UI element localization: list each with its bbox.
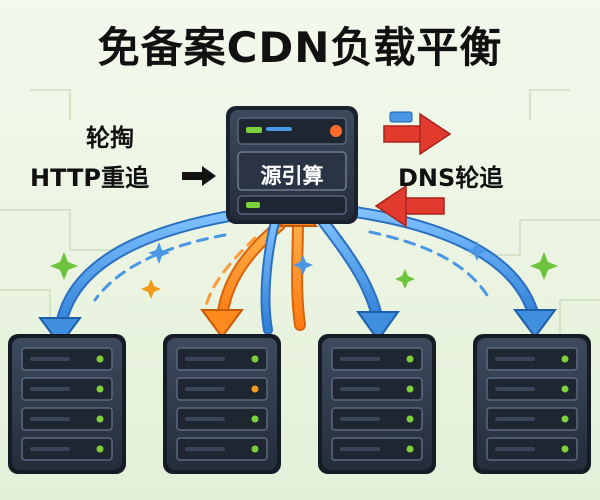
flow-arrow-blue-up (260, 217, 280, 335)
backend-server-group (8, 334, 591, 474)
dashed-flow-lines (93, 230, 492, 302)
flow-arrow-blue-to-server-3 (316, 214, 400, 342)
backend-server-2 (163, 334, 281, 474)
server-status-light (406, 355, 414, 363)
central-server (226, 106, 358, 224)
diagram-title: 免备案CDN负载平衡 (97, 23, 503, 72)
central-server-label-bay (237, 151, 347, 191)
server-status-light (251, 385, 259, 393)
server-status-light (251, 445, 259, 453)
backend-server-3 (318, 334, 436, 474)
red-arrow-left-icon (374, 184, 445, 228)
red-arrow-right-icon (383, 111, 452, 156)
left-label-line-1: 轮掏 (86, 124, 134, 152)
central-server-top-bay (237, 117, 347, 145)
server-status-light (406, 415, 414, 423)
server-status-light (251, 355, 259, 363)
backend-server-4 (473, 334, 591, 474)
server-status-light (406, 385, 414, 393)
server-status-light (561, 445, 569, 453)
server-status-light (96, 355, 104, 363)
server-status-light (561, 355, 569, 363)
right-label: DNS轮追 (398, 164, 504, 192)
server-status-light (96, 385, 104, 393)
arrow-right-icon (182, 166, 216, 186)
sparkle-icons (50, 241, 558, 299)
server-status-light (251, 415, 259, 423)
flow-arrow-right-blue (349, 206, 557, 339)
left-label-line-2: HTTP重追 (30, 164, 149, 192)
dashed-flow-lines-orange (203, 236, 257, 312)
server-status-light (96, 415, 104, 423)
server-status-light (96, 445, 104, 453)
central-server-bottom-bay (237, 195, 347, 215)
central-server-status-light (330, 125, 342, 137)
server-status-light (561, 385, 569, 393)
server-status-light (406, 445, 414, 453)
central-server-label: 源引算 (260, 164, 324, 188)
flow-arrow-left-blue (38, 209, 241, 347)
backend-server-1 (8, 334, 126, 474)
server-status-light (561, 415, 569, 423)
